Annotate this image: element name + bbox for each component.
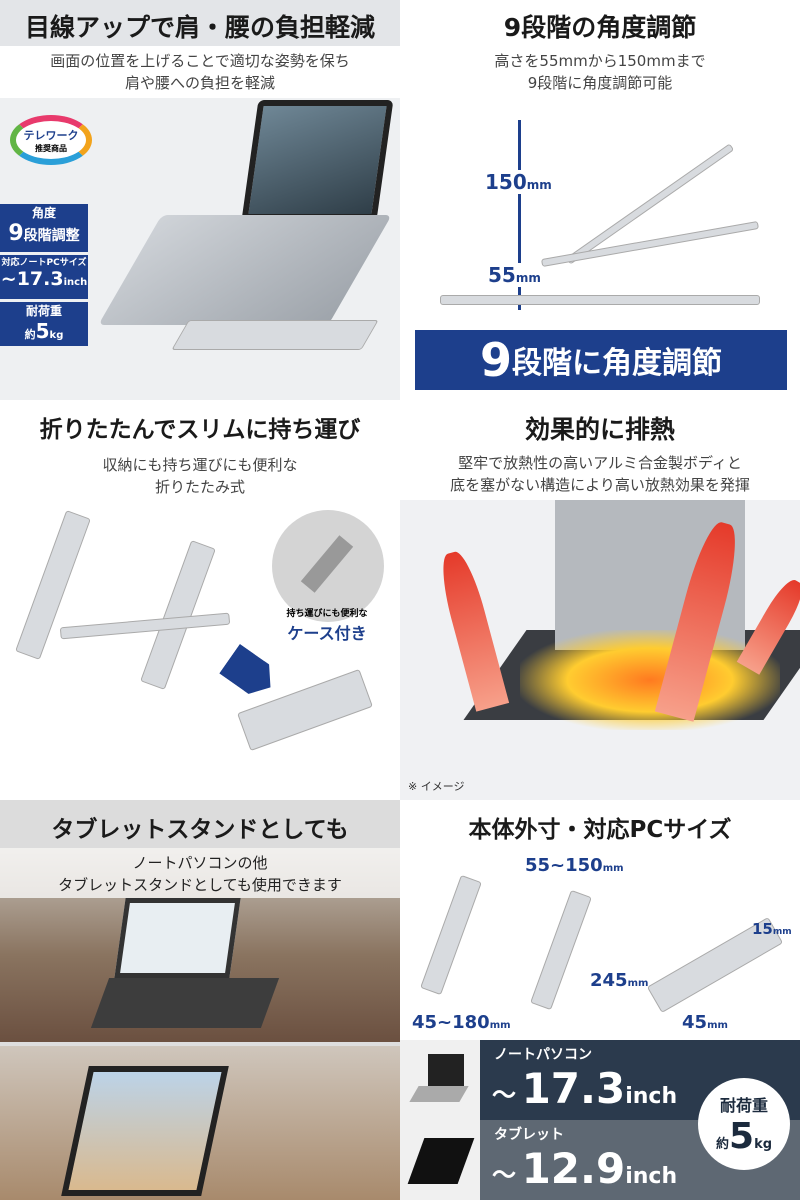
subtitle-line: 画面の位置を上げることで適切な姿勢を保ち	[50, 52, 350, 70]
dim-folded-width: 45mm	[682, 1012, 728, 1033]
panel-title: 効果的に排熱	[400, 400, 800, 446]
panel-title: 目線アップで肩・腰の負担軽減	[24, 13, 375, 42]
dim-width: 45~180mm	[412, 1012, 511, 1033]
badge-subtext: 推奨商品	[35, 144, 67, 153]
subtitle-line: タブレットスタンドとしても使用できます	[58, 876, 342, 894]
load-capacity-badge: 耐荷重 約5kg	[698, 1078, 790, 1170]
subtitle-line: 高さを55mmから150mmまで	[494, 52, 706, 70]
tablet-thumb	[400, 1120, 480, 1200]
spec-laptop-size: 対応ノートPCサイズ ~17.3inch	[0, 255, 88, 299]
subtitle-line: 収納にも持ち運びにも便利な	[102, 456, 298, 474]
spec-angle: 角度 9段階調整	[0, 204, 88, 252]
heat-glow	[520, 630, 780, 730]
heat-arrow-icon	[434, 548, 510, 712]
subtitle-line: 肩や腰への負担を軽減	[124, 74, 275, 92]
panel-tablet-stand: タブレットスタンドとしても ノートパソコンの他 タブレットスタンドとしても使用で…	[0, 800, 400, 1200]
spec-load: 耐荷重 約5kg	[0, 302, 88, 346]
case-label: ケース付き	[287, 624, 367, 643]
badge-text: テレワーク	[23, 129, 79, 142]
panel-foldable: 折りたたんでスリムに持ち運び 収納にも持ち運びにも便利な 折りたたみ式 持ち運び…	[0, 400, 400, 800]
panel-eye-level: 目線アップで肩・腰の負担軽減 画面の位置を上げることで適切な姿勢を保ち 肩や腰へ…	[0, 0, 400, 400]
subtitle-line: 底を塞がない構造により高い放熱効果を発揮	[450, 476, 750, 494]
panel-angle-adjust: 9段階の角度調節 高さを55mmから150mmまで 9段階に角度調節可能 150…	[400, 0, 800, 400]
panel-title: タブレットスタンドとしても	[51, 817, 349, 843]
telework-badge: テレワーク 推奨商品	[10, 115, 92, 165]
height-arrow-icon	[518, 120, 521, 310]
dim-depth: 245mm	[590, 970, 649, 991]
tablet-desk-photo	[0, 1046, 400, 1200]
subtitle-line: 折りたたみ式	[154, 478, 245, 496]
panel-title: 9段階の角度調節	[503, 13, 697, 42]
dim-folded-thickness: 15mm	[752, 920, 792, 938]
dim-150: 150mm	[485, 170, 552, 194]
case-photo	[272, 510, 384, 622]
case-caption: 持ち運びにも便利な	[286, 609, 368, 619]
dim-55: 55mm	[488, 263, 541, 287]
panel-heat-dissipation: 効果的に排熱 堅牢で放熱性の高いアルミ合金製ボディと 底を塞がない構造により高い…	[400, 400, 800, 800]
panel-title: 折りたたんでスリムに持ち運び	[39, 417, 361, 443]
subtitle-line: 9段階に角度調節可能	[527, 74, 673, 92]
image-note: ※ イメージ	[408, 780, 465, 793]
fold-arrow-icon	[219, 644, 281, 702]
subtitle-line: ノートパソコンの他	[132, 854, 268, 872]
dim-height: 55~150mm	[525, 855, 624, 876]
panel-title: 本体外寸・対応PCサイズ	[468, 817, 732, 843]
panel-dimensions: 本体外寸・対応PCサイズ 55~150mm 245mm 45~180mm 15m…	[400, 800, 800, 1200]
subtitle-line: 堅牢で放熱性の高いアルミ合金製ボディと	[458, 454, 742, 472]
laptop-thumb	[400, 1040, 480, 1120]
